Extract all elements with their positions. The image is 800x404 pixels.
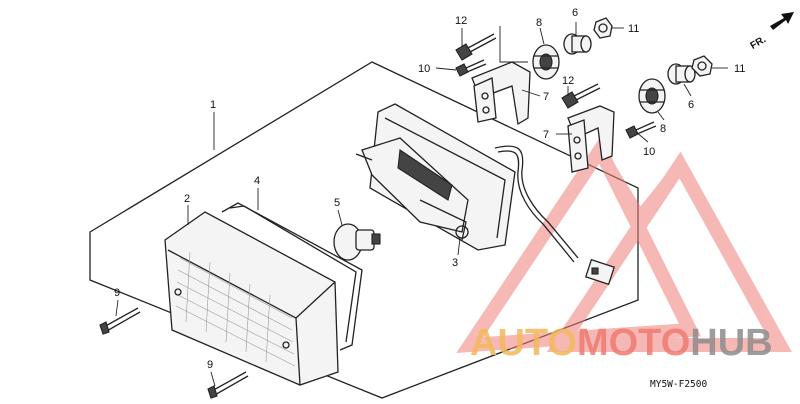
callout-4: 4 [254,175,260,187]
gasket-part [221,202,363,351]
leader-lines [115,22,728,387]
callout-10-lower: 10 [643,146,655,158]
callout-12-lower: 12 [562,75,574,87]
watermark: AUTOMOTOHUB [470,322,773,364]
callout-8-upper: 8 [536,17,542,29]
screw-part-upper [455,59,487,77]
svg-text:FR.: FR. [749,34,769,52]
front-direction-indicator: FR. [749,12,794,52]
assembly-outline [89,61,639,399]
callout-10-upper: 10 [418,63,430,75]
nut-part-upper [593,17,613,39]
front-arrow-icon [770,12,794,30]
callout-3: 3 [452,257,458,269]
watermark-hub: HUB [690,322,772,364]
callout-1: 1 [210,99,216,111]
drawing-code: MY5W-F2500 [650,379,707,390]
callout-11-lower: 11 [734,63,745,75]
bracket-part-upper [471,61,531,126]
callout-6-upper: 6 [572,7,578,19]
screw-part-bottom [207,371,249,399]
callout-12-upper: 12 [455,15,467,27]
collar-part-lower [667,63,696,85]
callout-2: 2 [184,193,190,205]
bracket-part-lower [567,105,615,173]
callout-6-lower: 6 [688,99,694,111]
callout-7-lower: 7 [543,129,549,141]
screw-part-lower-left [99,307,141,335]
callout-9-left: 9 [114,287,120,299]
callout-8-lower: 8 [660,123,666,135]
nut-part-lower [691,55,713,77]
collar-part-upper [563,33,592,55]
lens-part [164,211,339,386]
svg-text:AUTOMOTOHUB: AUTOMOTOHUB [470,322,773,364]
bolt-part-lower [561,83,601,109]
screw-part-lower-right [625,121,657,139]
watermark-moto: MOTO [577,322,690,364]
wiring-harness [494,145,616,286]
watermark-logo-icon [456,136,792,353]
bulb-part [333,223,381,261]
grommet-part-upper [532,44,560,80]
callout-7-upper: 7 [543,91,549,103]
bolt-part-upper [455,33,497,61]
housing-part [355,103,516,251]
callout-11-upper: 11 [628,23,639,35]
callout-5: 5 [334,197,340,209]
watermark-auto: AUTO [470,322,577,364]
grommet-part-lower [638,78,666,114]
callout-9-bottom: 9 [207,359,213,371]
